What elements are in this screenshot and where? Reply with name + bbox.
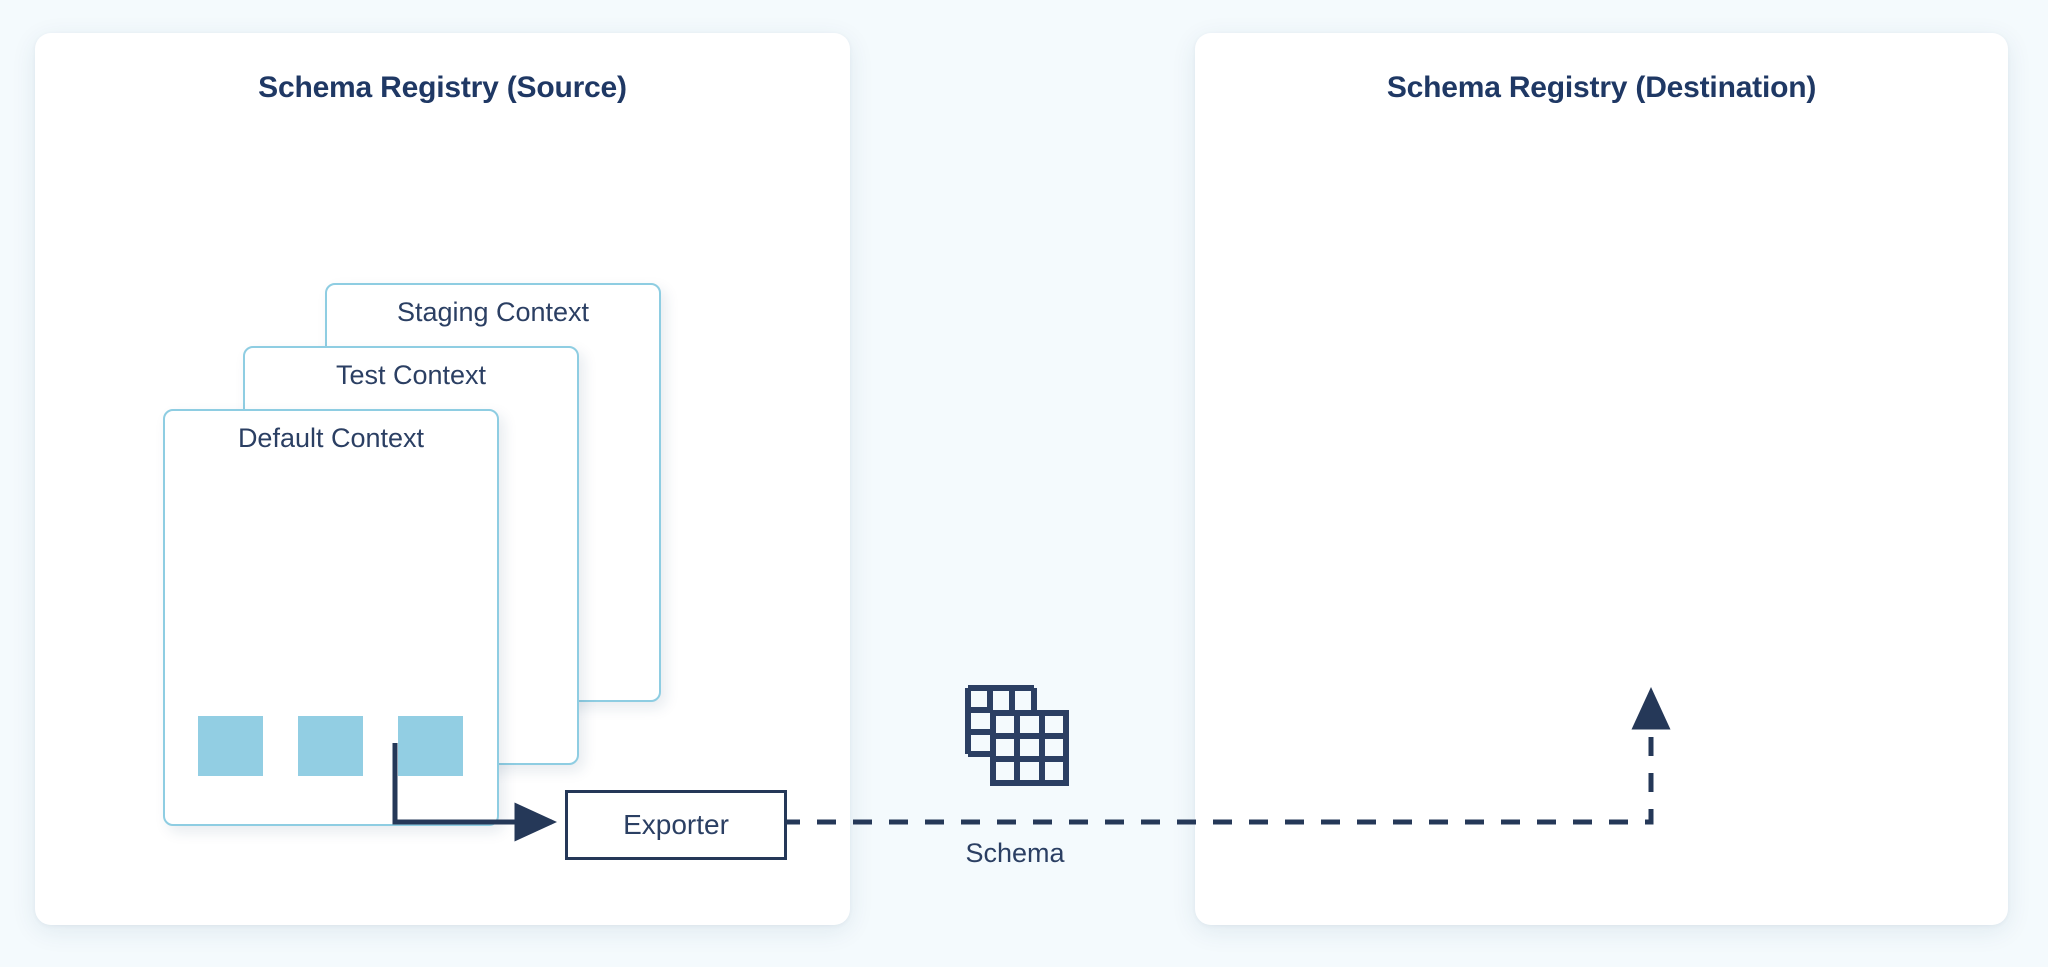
- schema-block-1: [198, 716, 263, 776]
- schema-transfer-label: Schema: [965, 838, 1065, 868]
- context-card-default-source-label: Default Context: [237, 423, 425, 453]
- exporter-node[interactable]: Exporter: [565, 790, 787, 860]
- context-card-staging-label: Staging Context: [396, 297, 590, 327]
- exporter-label: Exporter: [623, 809, 729, 840]
- schema-grid-icon: [962, 682, 1072, 787]
- schema-block-3: [398, 716, 463, 776]
- destination-registry-panel: Schema Registry (Destination) Destinatio…: [1195, 33, 2008, 925]
- destination-panel-title: Schema Registry (Destination): [1386, 71, 1817, 104]
- source-registry-panel: Schema Registry (Source) Staging Context…: [35, 33, 850, 925]
- schema-block-2: [298, 716, 363, 776]
- source-panel-title: Schema Registry (Source): [258, 71, 627, 104]
- context-card-test-label: Test Context: [335, 360, 487, 390]
